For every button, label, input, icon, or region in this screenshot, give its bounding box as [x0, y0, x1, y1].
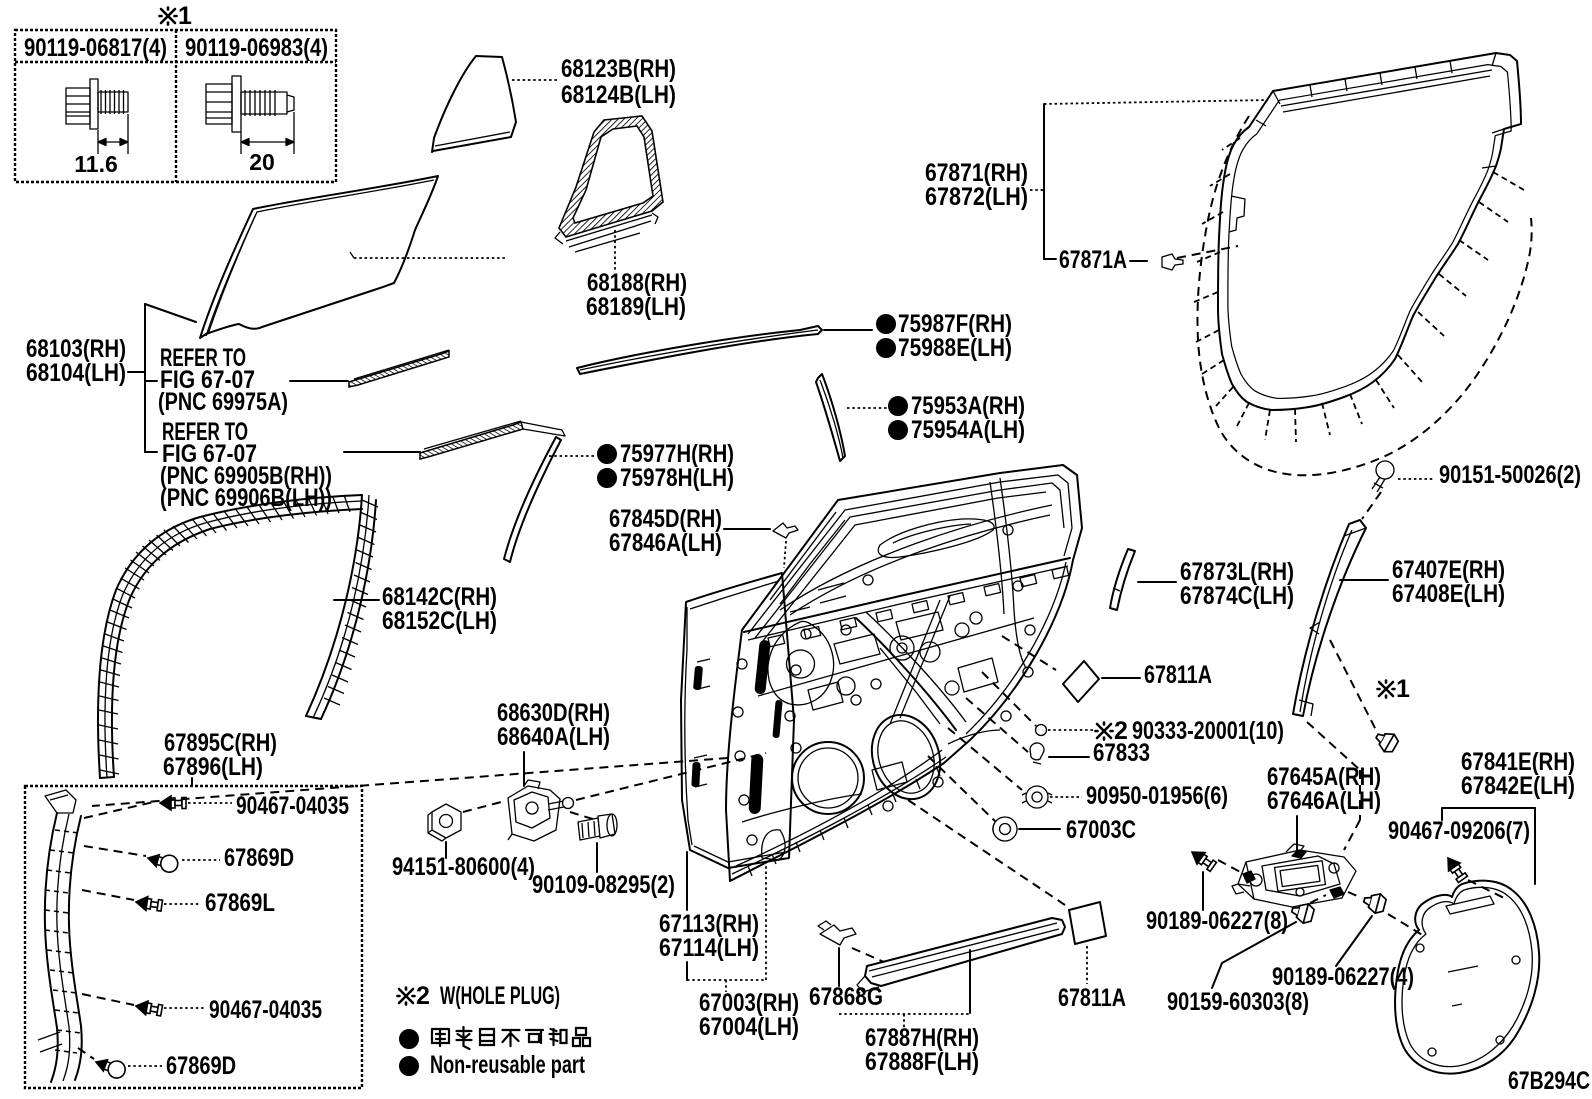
svg-text:90467-04035: 90467-04035 — [236, 792, 349, 820]
svg-text:94151-80600(4): 94151-80600(4) — [392, 853, 535, 881]
svg-text:67887H(RH): 67887H(RH) — [865, 1024, 979, 1052]
svg-text:75977H(RH): 75977H(RH) — [620, 440, 734, 468]
svg-text:90119-06817(4): 90119-06817(4) — [24, 34, 167, 62]
svg-text:68142C(RH): 68142C(RH) — [382, 583, 497, 611]
svg-text:67873L(RH): 67873L(RH) — [1180, 558, 1294, 586]
svg-text:FIG 67-07: FIG 67-07 — [162, 440, 257, 468]
svg-text:1: 1 — [178, 2, 192, 30]
svg-text:67B294C: 67B294C — [1508, 1067, 1590, 1095]
svg-text:67645A(RH): 67645A(RH) — [1267, 763, 1381, 791]
svg-text:90333-20001(10): 90333-20001(10) — [1132, 717, 1284, 745]
svg-text:68152C(LH): 68152C(LH) — [382, 607, 497, 635]
svg-text:68640A(LH): 68640A(LH) — [497, 723, 610, 751]
svg-text:90950-01956(6): 90950-01956(6) — [1086, 782, 1228, 810]
svg-text:2: 2 — [416, 982, 430, 1010]
svg-text:2: 2 — [1114, 717, 1128, 745]
svg-text:68104(LH): 68104(LH) — [26, 359, 126, 387]
svg-text:68189(LH): 68189(LH) — [586, 293, 686, 321]
svg-text:90159-60303(8): 90159-60303(8) — [1167, 988, 1309, 1016]
svg-text:67004(LH): 67004(LH) — [699, 1013, 799, 1041]
svg-text:REFER TO: REFER TO — [160, 344, 246, 372]
svg-text:68123B(RH): 68123B(RH) — [561, 55, 676, 83]
svg-text:20: 20 — [249, 149, 275, 175]
svg-text:90467-04035: 90467-04035 — [209, 996, 322, 1024]
svg-text:68630D(RH): 68630D(RH) — [497, 699, 610, 727]
svg-text:67003C: 67003C — [1066, 816, 1136, 844]
svg-text:67869D: 67869D — [224, 844, 294, 872]
svg-text:67874C(LH): 67874C(LH) — [1180, 582, 1294, 610]
svg-text:67003(RH): 67003(RH) — [699, 989, 799, 1017]
svg-text:90119-06983(4): 90119-06983(4) — [185, 34, 328, 62]
svg-text:(PNC 69905B(RH)): (PNC 69905B(RH)) — [160, 462, 332, 490]
svg-text:67811A: 67811A — [1144, 661, 1212, 689]
svg-text:67845D(RH): 67845D(RH) — [609, 505, 722, 533]
svg-text:Non-reusable part: Non-reusable part — [430, 1051, 585, 1079]
svg-text:90467-09206(7): 90467-09206(7) — [1388, 817, 1530, 845]
svg-text:75988E(LH): 75988E(LH) — [898, 334, 1012, 362]
svg-text:W(HOLE PLUG): W(HOLE PLUG) — [440, 982, 560, 1010]
svg-text:67869L: 67869L — [205, 889, 275, 917]
svg-text:67114(LH): 67114(LH) — [659, 934, 759, 962]
svg-text:68124B(LH): 68124B(LH) — [561, 81, 676, 109]
svg-text:68103(RH): 68103(RH) — [26, 335, 126, 363]
svg-text:FIG 67-07: FIG 67-07 — [160, 366, 255, 394]
svg-text:67896(LH): 67896(LH) — [163, 753, 263, 781]
svg-text:67408E(LH): 67408E(LH) — [1392, 580, 1505, 608]
svg-text:75978H(LH): 75978H(LH) — [620, 464, 734, 492]
svg-text:67841E(RH): 67841E(RH) — [1461, 748, 1575, 776]
svg-text:67646A(LH): 67646A(LH) — [1267, 787, 1381, 815]
svg-text:67871A: 67871A — [1059, 246, 1127, 274]
svg-text:67842E(LH): 67842E(LH) — [1461, 772, 1575, 800]
svg-text:67113(RH): 67113(RH) — [659, 910, 759, 938]
svg-text:75953A(RH): 75953A(RH) — [911, 392, 1025, 420]
svg-text:67833: 67833 — [1093, 739, 1150, 767]
svg-text:67811A: 67811A — [1058, 984, 1126, 1012]
svg-text:1: 1 — [1396, 675, 1410, 703]
svg-text:67872(LH): 67872(LH) — [925, 183, 1028, 211]
svg-text:67871(RH): 67871(RH) — [925, 159, 1028, 187]
svg-text:67869D: 67869D — [166, 1052, 236, 1080]
svg-text:67407E(RH): 67407E(RH) — [1392, 556, 1505, 584]
svg-text:67846A(LH): 67846A(LH) — [609, 529, 722, 557]
svg-text:67895C(RH): 67895C(RH) — [164, 729, 277, 757]
svg-text:75987F(RH): 75987F(RH) — [898, 310, 1012, 338]
svg-text:90189-06227(4): 90189-06227(4) — [1272, 963, 1414, 991]
svg-text:75954A(LH): 75954A(LH) — [911, 416, 1025, 444]
svg-text:67888F(LH): 67888F(LH) — [865, 1048, 979, 1076]
svg-text:11.6: 11.6 — [74, 151, 118, 177]
svg-text:67868G: 67868G — [809, 983, 883, 1011]
svg-text:REFER TO: REFER TO — [162, 418, 248, 446]
svg-text:(PNC 69975A): (PNC 69975A) — [158, 388, 288, 416]
svg-text:68188(RH): 68188(RH) — [587, 269, 687, 297]
svg-text:90109-08295(2): 90109-08295(2) — [532, 871, 675, 899]
svg-text:90189-06227(8): 90189-06227(8) — [1146, 907, 1288, 935]
svg-text:90151-50026(2): 90151-50026(2) — [1439, 461, 1581, 489]
